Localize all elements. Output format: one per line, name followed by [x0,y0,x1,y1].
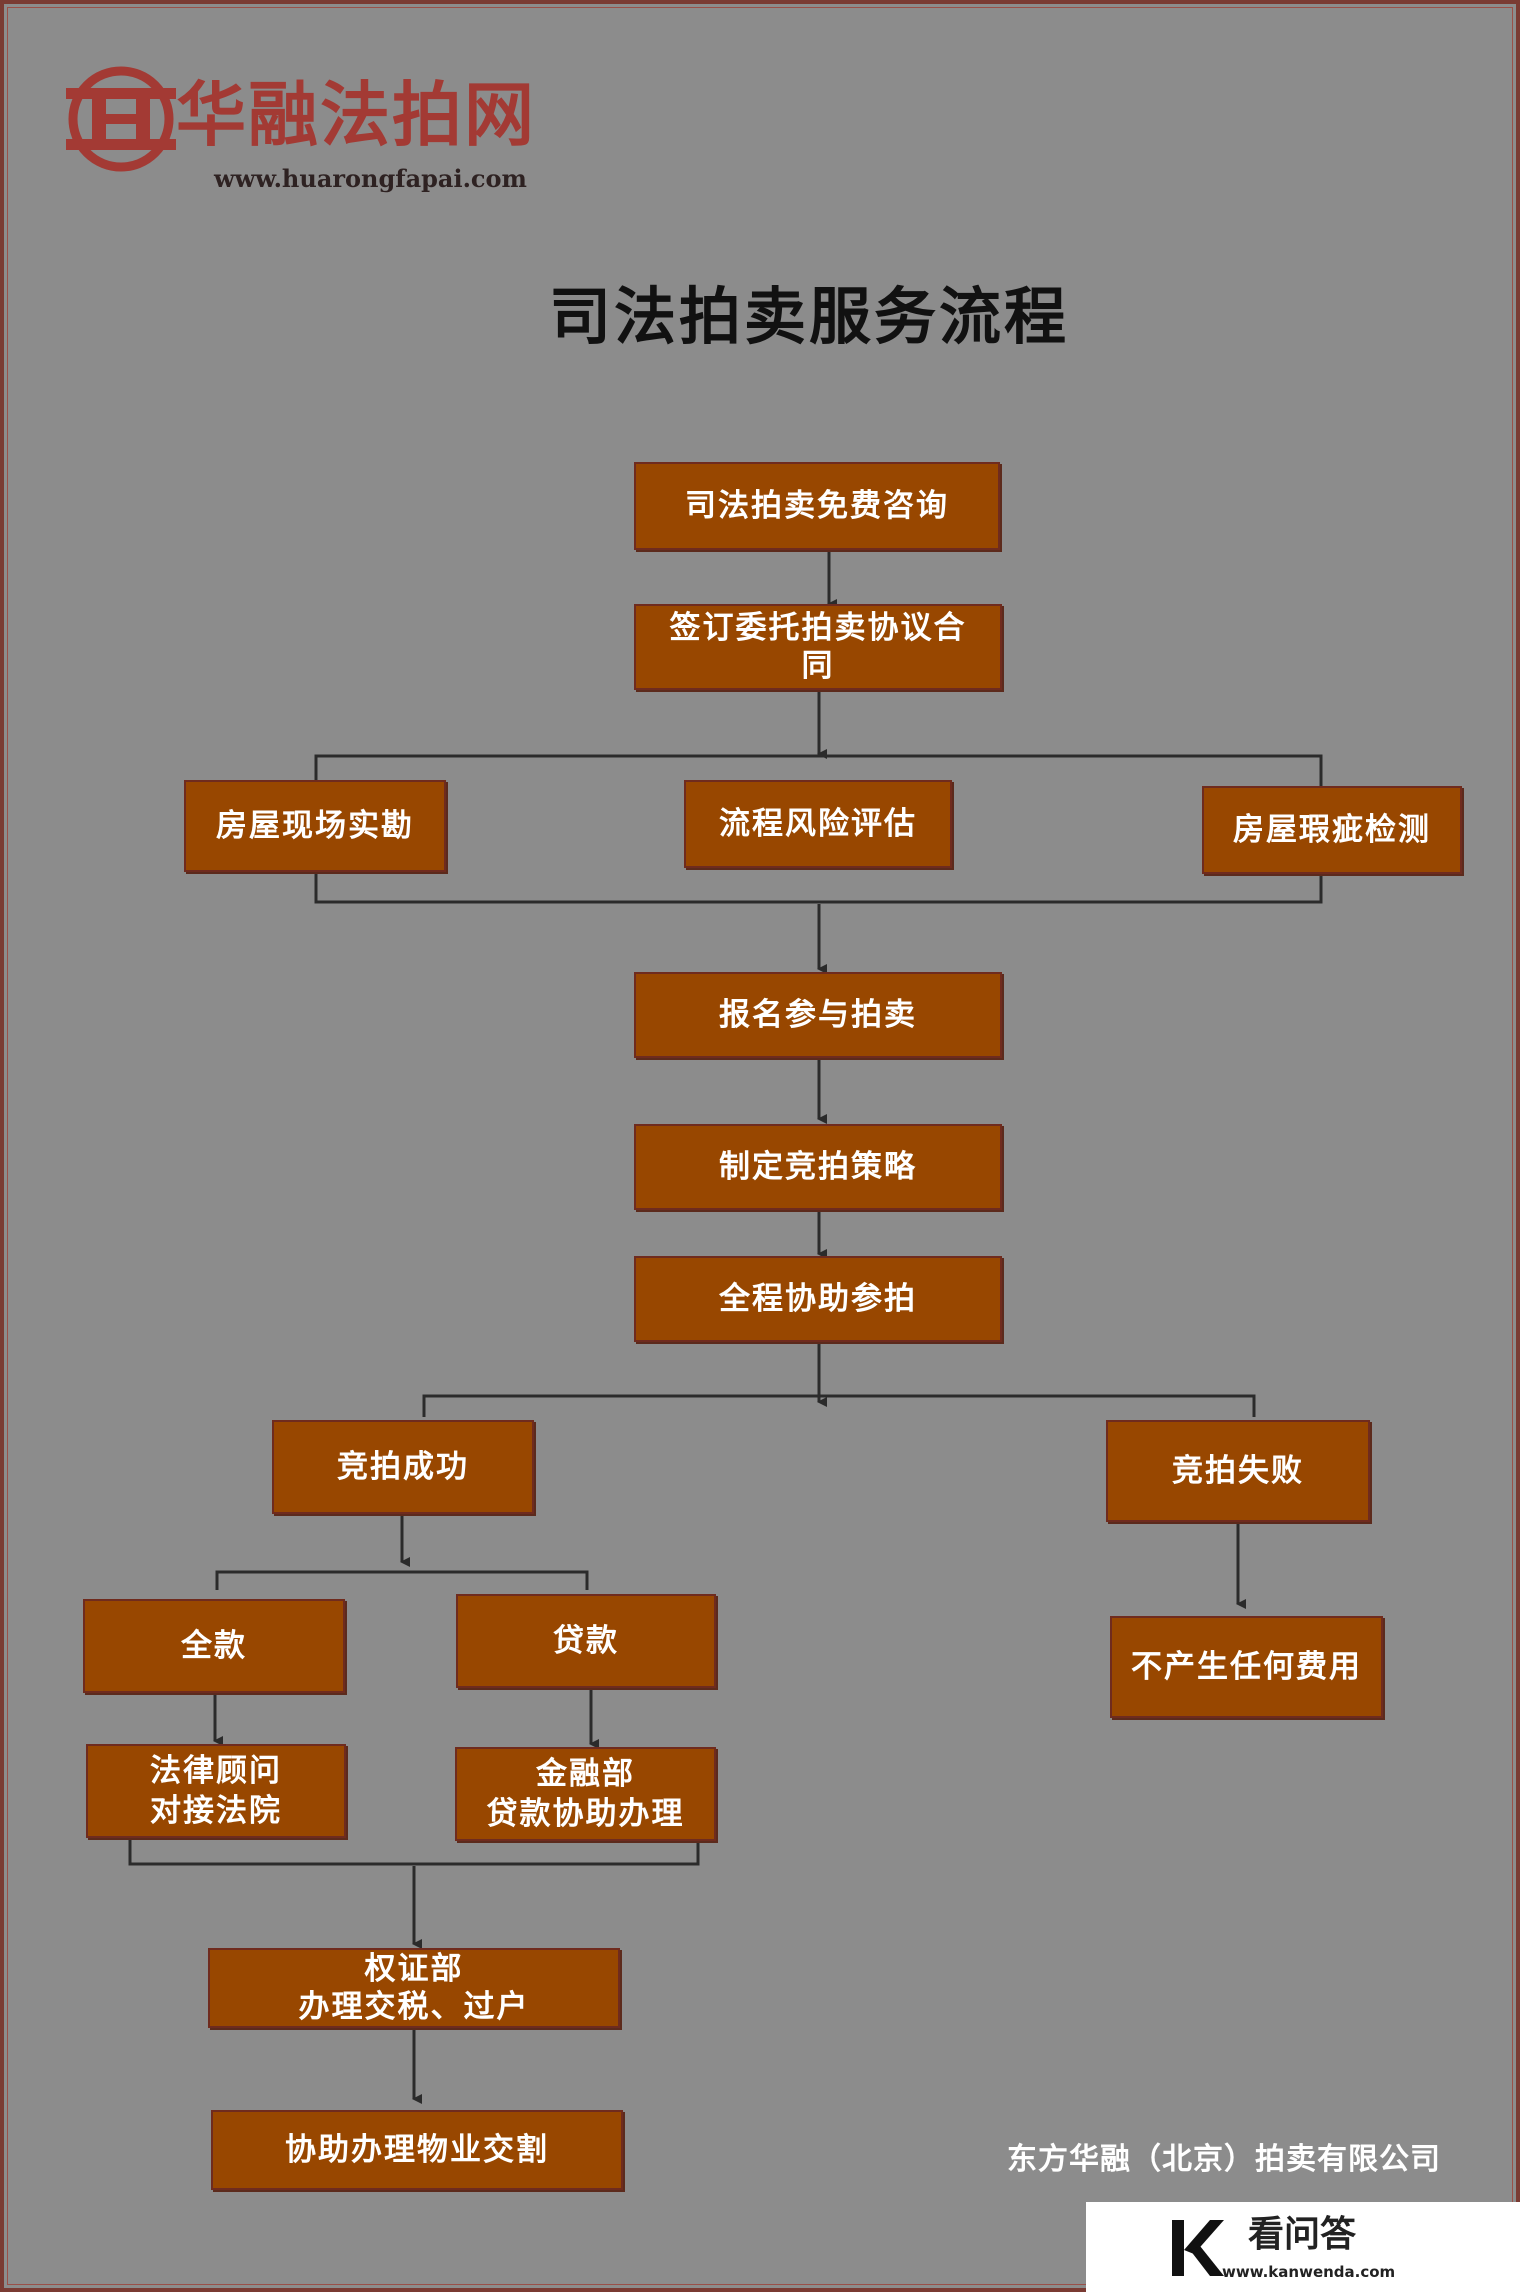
step-bid-strategy: 制定竞拍策略 [634,1124,1002,1210]
step-label: 全款 [181,1628,247,1664]
watermark: 看问答 www.kanwenda.com [1086,2202,1520,2292]
step-label: 竞拍失败 [1172,1453,1304,1489]
watermark-name: 看问答 [1248,2214,1357,2255]
step-label: 金融部 贷款协助办理 [486,1756,685,1832]
page-title: 司法拍卖服务流程 [548,280,1069,353]
step-site-survey: 房屋现场实勘 [184,780,446,872]
step-sign-contract: 签订委托拍卖协议合 同 [634,604,1002,690]
step-label: 协助办理物业交割 [285,2132,549,2168]
step-bid-success: 竞拍成功 [272,1420,534,1514]
step-label: 报名参与拍卖 [719,997,917,1033]
watermark-url: www.kanwenda.com [1222,2263,1396,2281]
step-label: 不产生任何费用 [1131,1649,1362,1685]
brand-name: 华融法拍网 [176,73,536,156]
brand-logo: 华融法拍网 www.huarongfapai.com [66,64,586,204]
flow-connectors [128,551,1323,2104]
step-label: 制定竞拍策略 [719,1149,917,1185]
step-label: 贷款 [553,1623,619,1659]
step-full-payment: 全款 [83,1599,345,1693]
step-label: 房屋瑕疵检测 [1233,812,1431,848]
step-label: 司法拍卖免费咨询 [685,488,949,524]
step-property-handover: 协助办理物业交割 [211,2110,623,2190]
step-label: 流程风险评估 [719,806,917,842]
step-label: 法律顾问 对接法院 [150,1753,282,1829]
step-free-consult: 司法拍卖免费咨询 [634,462,1000,550]
huarong-h-logo-icon [66,66,176,172]
step-defect-inspection: 房屋瑕疵检测 [1202,786,1462,874]
step-no-fee: 不产生任何费用 [1110,1616,1383,1718]
step-label: 房屋现场实勘 [216,808,414,844]
step-title-transfer: 权证部 办理交税、过户 [208,1948,620,2028]
brand-url: www.huarongfapai.com [214,164,527,193]
step-label: 竞拍成功 [337,1449,469,1485]
step-full-assist: 全程协助参拍 [634,1256,1002,1342]
k-logo-icon [1172,2220,1224,2276]
step-label: 签订委托拍卖协议合 同 [669,610,967,684]
step-finance-loan: 金融部 贷款协助办理 [455,1747,716,1841]
step-label: 全程协助参拍 [719,1281,917,1317]
company-name: 东方华融（北京）拍卖有限公司 [1007,2142,1441,2177]
step-legal-counsel: 法律顾问 对接法院 [86,1744,346,1838]
step-risk-assessment: 流程风险评估 [684,780,952,868]
step-loan: 贷款 [456,1594,716,1688]
step-register-auction: 报名参与拍卖 [634,972,1002,1058]
step-label: 权证部 办理交税、过户 [298,1951,530,2025]
step-bid-fail: 竞拍失败 [1106,1420,1370,1522]
